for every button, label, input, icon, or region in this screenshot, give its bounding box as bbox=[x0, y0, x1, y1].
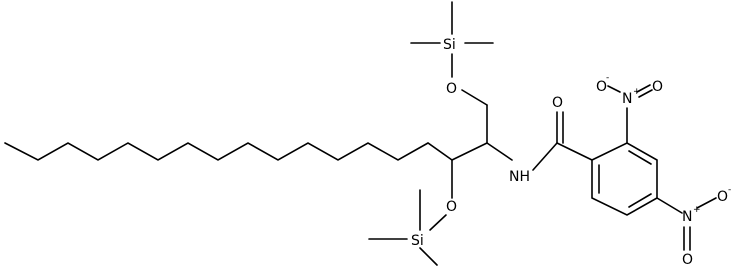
nitro1-n-label: N bbox=[622, 91, 632, 107]
bond-c3-c2 bbox=[451, 142, 488, 161]
alkyl-chain-bonds bbox=[4, 142, 453, 161]
nitro1-o-double-label: O bbox=[652, 79, 663, 95]
bond-carbonyl-ring bbox=[556, 142, 593, 161]
bond-nitro1-o-double-b bbox=[638, 89, 653, 98]
bond-si-bottom-methyl-down bbox=[419, 247, 438, 266]
nitro1-o-single-label: O bbox=[596, 79, 607, 95]
bond-nitro1-o-single bbox=[607, 85, 621, 93]
nitro2-o-double-label: O bbox=[682, 252, 693, 268]
nitro2-o-single-charge: - bbox=[728, 185, 731, 195]
carbonyl-o-label: O bbox=[552, 95, 563, 111]
alkyl-chain bbox=[4, 142, 453, 161]
nitro1-o-single-charge: - bbox=[606, 73, 609, 83]
nh-label: NH bbox=[509, 169, 530, 185]
bond-nitro1-o-double-a bbox=[636, 84, 651, 93]
bond-nitro2-o-single bbox=[696, 197, 717, 209]
nitro2-o-single-label: O bbox=[717, 189, 728, 205]
si-bottom-label: Si bbox=[411, 233, 424, 249]
o-bottom-label: O bbox=[446, 199, 457, 215]
bond-o-si-bottom bbox=[429, 214, 447, 231]
bond-ring-nitro2 bbox=[656, 197, 683, 214]
ring-double-bond-1 bbox=[628, 150, 652, 165]
bond-c2-n bbox=[486, 142, 513, 161]
nitro2-n-charge: + bbox=[693, 205, 701, 215]
nitro2-n-label: N bbox=[682, 209, 692, 225]
bond-n-carbonyl-c bbox=[532, 142, 558, 171]
si-top-label: Si bbox=[443, 37, 456, 53]
ring-double-bond-2 bbox=[628, 193, 652, 208]
bond-c1-o bbox=[461, 89, 488, 106]
o-top-label: O bbox=[446, 81, 457, 97]
